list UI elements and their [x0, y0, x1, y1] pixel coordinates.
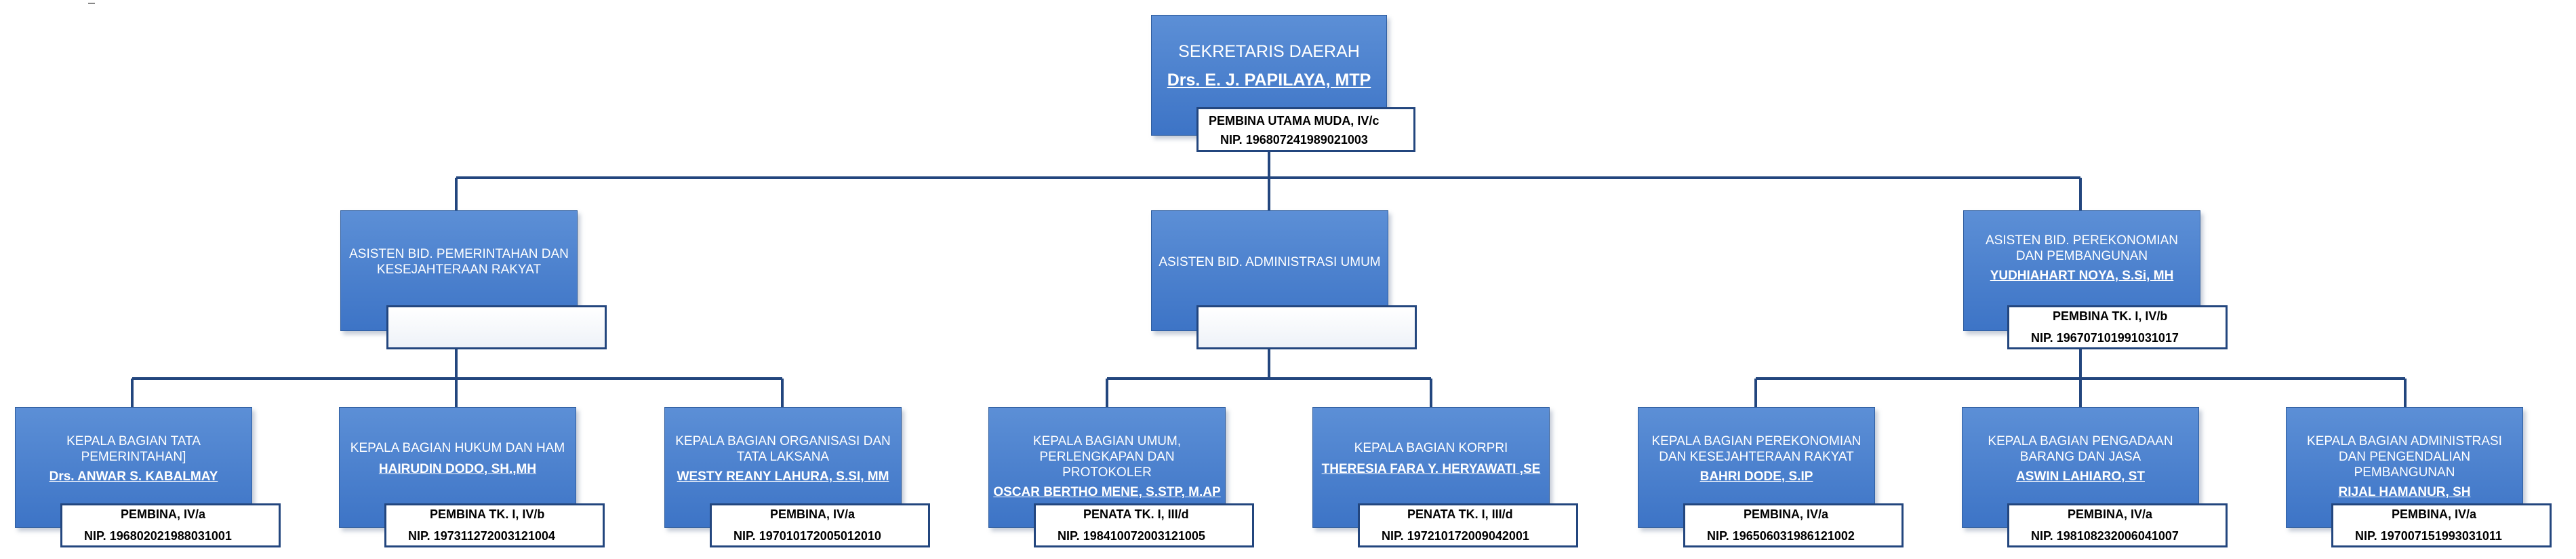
node-name: RIJAL HAMANUR, SH — [2338, 485, 2471, 499]
node-sekretaris-daerah-info: PEMBINA UTAMA MUDA, IV/c NIP. 1968072419… — [1196, 107, 1415, 152]
corner-mark — [88, 0, 95, 4]
node-nip: NIP. 196707101991031017 — [2031, 331, 2179, 345]
node-name: Drs. ANWAR S. KABALMAY — [49, 469, 218, 484]
node-title: KEPALA BAGIAN HUKUM DAN HAM — [350, 441, 565, 455]
node-rank: PEMBINA, IV/a — [1744, 507, 1829, 521]
node-rank: PEMBINA UTAMA MUDA, IV/c — [1209, 114, 1380, 128]
node-title: ASISTEN BID. ADMINISTRASI UMUM — [1159, 255, 1381, 269]
node-kabag-tata-pemerintahan-info: PEMBINA, IV/a NIP. 196802021988031001 — [60, 503, 281, 547]
node-name: OSCAR BERTHO MENE, S.STP, M.AP — [993, 485, 1221, 499]
node-rank: PENATA TK. I, III/d — [1083, 507, 1189, 521]
node-nip: NIP. 198410072003121005 — [1058, 529, 1205, 543]
node-rank: PEMBINA, IV/a — [2068, 507, 2153, 521]
connector-group — [131, 151, 2407, 407]
node-nip: NIP. 196802021988031001 — [84, 529, 232, 543]
node-rank: PEMBINA TK. I, IV/b — [430, 507, 545, 521]
node-asisten-administrasi-info — [1196, 305, 1417, 349]
node-kabag-organisasi-info: PEMBINA, IV/a NIP. 197010172005012010 — [710, 503, 930, 547]
node-kabag-korpri-info: PENATA TK. I, III/d NIP. 197210172009042… — [1358, 503, 1578, 547]
node-asisten-pemerintahan-info — [386, 305, 607, 349]
node-rank: PEMBINA, IV/a — [2392, 507, 2477, 521]
node-title: KEPALA BAGIAN KORPRI — [1354, 441, 1508, 455]
node-name: ASWIN LAHIARO, ST — [2016, 469, 2145, 484]
node-nip: NIP. 196807241989021003 — [1220, 133, 1368, 147]
node-rank: PEMBINA, IV/a — [770, 507, 856, 521]
node-kabag-hukum-ham-info: PEMBINA TK. I, IV/b NIP. 197311272003121… — [384, 503, 605, 547]
node-nip: NIP. 198108232006041007 — [2031, 529, 2179, 543]
node-rank: PEMBINA TK. I, IV/b — [2053, 309, 2168, 323]
node-name: HAIRUDIN DODO, SH.,MH — [378, 462, 537, 476]
node-title: ASISTEN BID. PEMERINTAHAN DAN KESEJAHTER… — [349, 247, 569, 277]
node-name: Drs. E. J. PAPILAYA, MTP — [1167, 71, 1371, 90]
node-title: KEPALA BAGIAN ORGANISASI DAN TATA LAKSAN… — [675, 434, 891, 464]
node-nip: NIP. 196506031986121002 — [1707, 529, 1855, 543]
node-asisten-perekonomian-info: PEMBINA TK. I, IV/b NIP. 196707101991031… — [2007, 305, 2228, 349]
node-nip: NIP. 197010172005012010 — [733, 529, 881, 543]
node-name: THERESIA FARA Y. HERYAWATI ,SE — [1321, 462, 1541, 476]
node-kabag-umum-info: PENATA TK. I, III/d NIP. 198410072003121… — [1034, 503, 1254, 547]
node-title: KEPALA BAGIAN PEREKONOMIAN DAN KESEJAHTE… — [1651, 434, 1861, 464]
node-kabag-perekonomian-info: PEMBINA, IV/a NIP. 196506031986121002 — [1683, 503, 1904, 547]
node-title: KEPALA BAGIAN UMUM, PERLENGKAPAN DAN PRO… — [1032, 434, 1182, 480]
node-rank: PEMBINA, IV/a — [121, 507, 206, 521]
node-name: YUDHIAHART NOYA, S.Si, MH — [1990, 269, 2174, 283]
node-kabag-pengadaan-info: PEMBINA, IV/a NIP. 198108232006041007 — [2007, 503, 2228, 547]
node-nip: NIP. 197210172009042001 — [1382, 529, 1529, 543]
node-title: KEPALA BAGIAN ADMINISTRASI DAN PENGENDAL… — [2307, 434, 2502, 480]
node-title: SEKRETARIS DAERAH — [1178, 42, 1360, 61]
node-name: BAHRI DODE, S.IP — [1699, 469, 1813, 484]
node-rank: PENATA TK. I, III/d — [1407, 507, 1513, 521]
node-title: KEPALA BAGIAN TATA PEMERINTAHAN] — [66, 434, 201, 464]
node-name: WESTY REANY LAHURA, S.SI, MM — [677, 469, 889, 484]
node-title: KEPALA BAGIAN PENGADAAN BARANG DAN JASA — [1988, 434, 2173, 464]
node-nip: NIP. 197007151993031011 — [2355, 529, 2502, 543]
node-nip: NIP. 197311272003121004 — [408, 529, 555, 543]
node-kabag-administrasi-pembangunan-info: PEMBINA, IV/a NIP. 197007151993031011 — [2331, 503, 2552, 547]
node-title: ASISTEN BID. PEREKONOMIAN DAN PEMBANGUNA… — [1986, 233, 2178, 263]
